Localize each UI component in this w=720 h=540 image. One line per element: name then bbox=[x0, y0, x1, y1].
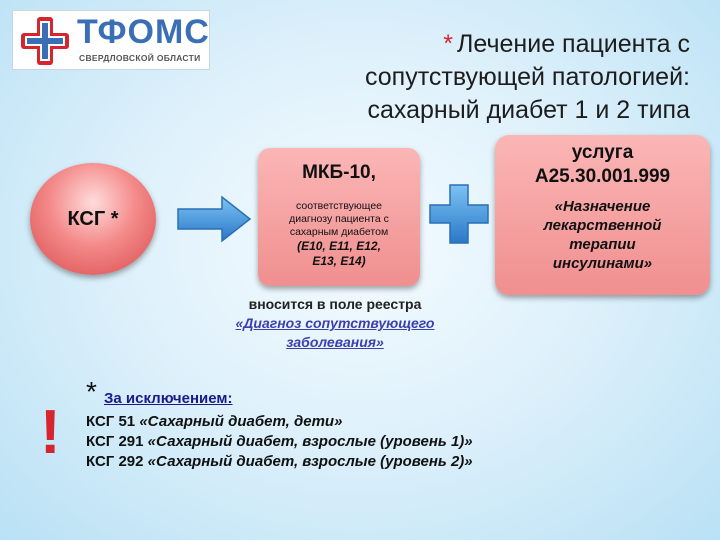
title-line-2: сопутствующей патологией: bbox=[364, 63, 690, 91]
page-title: *Лечение пациента с сопутствующей патоло… bbox=[220, 28, 690, 127]
service-title: услуга А25.30.001.999 bbox=[534, 142, 671, 187]
title-star: * bbox=[443, 30, 454, 58]
note-line-2: «Диагноз сопутствующего bbox=[235, 315, 435, 331]
right-arrow-icon bbox=[177, 195, 252, 243]
exceptions-title: За исключением: bbox=[104, 390, 233, 407]
mkb-title: МКБ-10, bbox=[302, 162, 376, 183]
mkb-description: соответствующее диагнозу пациента с саха… bbox=[289, 200, 389, 238]
service-box: услуга А25.30.001.999 «Назначение лекарс… bbox=[495, 135, 710, 295]
logo: ТФОМС СВЕРДЛОВСКОЙ ОБЛАСТИ bbox=[12, 10, 210, 70]
plus-icon bbox=[429, 184, 489, 244]
title-line-3: сахарный диабет 1 и 2 типа bbox=[367, 96, 690, 124]
note-line-1: вносится в поле реестра bbox=[248, 296, 422, 312]
exceptions-star: * bbox=[86, 376, 97, 407]
registry-note: вносится в поле реестра «Диагноз сопутст… bbox=[200, 295, 470, 352]
medical-cross-icon bbox=[21, 17, 69, 65]
service-description: «Назначение лекарственной терапии инсули… bbox=[543, 198, 662, 272]
ksg-circle: КСГ * bbox=[30, 163, 156, 275]
list-item: КСГ 291 «Сахарный диабет, взрослые (уров… bbox=[86, 433, 473, 450]
exceptions-list: КСГ 51 «Сахарный диабет, дети» КСГ 291 «… bbox=[86, 412, 473, 472]
exclamation-icon: ! bbox=[40, 398, 61, 467]
mkb-box: МКБ-10, соответствующее диагнозу пациент… bbox=[258, 148, 420, 286]
list-item: КСГ 51 «Сахарный диабет, дети» bbox=[86, 413, 343, 430]
list-item: КСГ 292 «Сахарный диабет, взрослые (уров… bbox=[86, 453, 473, 470]
ksg-label: КСГ * bbox=[67, 207, 119, 230]
note-line-3: заболевания» bbox=[286, 334, 384, 350]
mkb-codes: (Е10, Е11, Е12, Е13, Е14) bbox=[297, 239, 381, 268]
title-line-1: *Лечение пациента с bbox=[443, 30, 690, 58]
logo-name: ТФОМС bbox=[77, 13, 210, 51]
logo-subtitle: СВЕРДЛОВСКОЙ ОБЛАСТИ bbox=[79, 53, 201, 63]
